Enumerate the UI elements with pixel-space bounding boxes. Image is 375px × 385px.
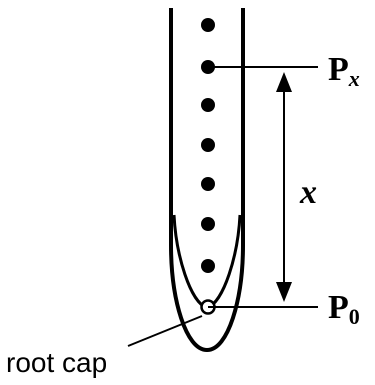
p0-label-sub: 0 [349, 304, 360, 329]
root-dot [201, 217, 215, 231]
arrowhead-down [276, 282, 292, 302]
root-dot [201, 138, 215, 152]
root-dots [200, 18, 216, 315]
root-cap-label: root cap [6, 347, 107, 378]
root-outer-outline [169, 8, 245, 353]
distance-arrow [276, 72, 292, 302]
root-cap-leader-line [127, 315, 203, 347]
p0-label-main: P [328, 289, 349, 326]
px-label-sub: x [348, 66, 360, 91]
root-dot [201, 98, 215, 112]
px-label-main: P [328, 51, 349, 88]
root-dot [201, 177, 215, 191]
root-dot [201, 18, 215, 32]
px-label: Px [328, 51, 360, 91]
root-dot [201, 259, 215, 273]
arrowhead-up [276, 72, 292, 92]
p0-label: P0 [328, 289, 360, 329]
distance-label: x [299, 174, 317, 211]
